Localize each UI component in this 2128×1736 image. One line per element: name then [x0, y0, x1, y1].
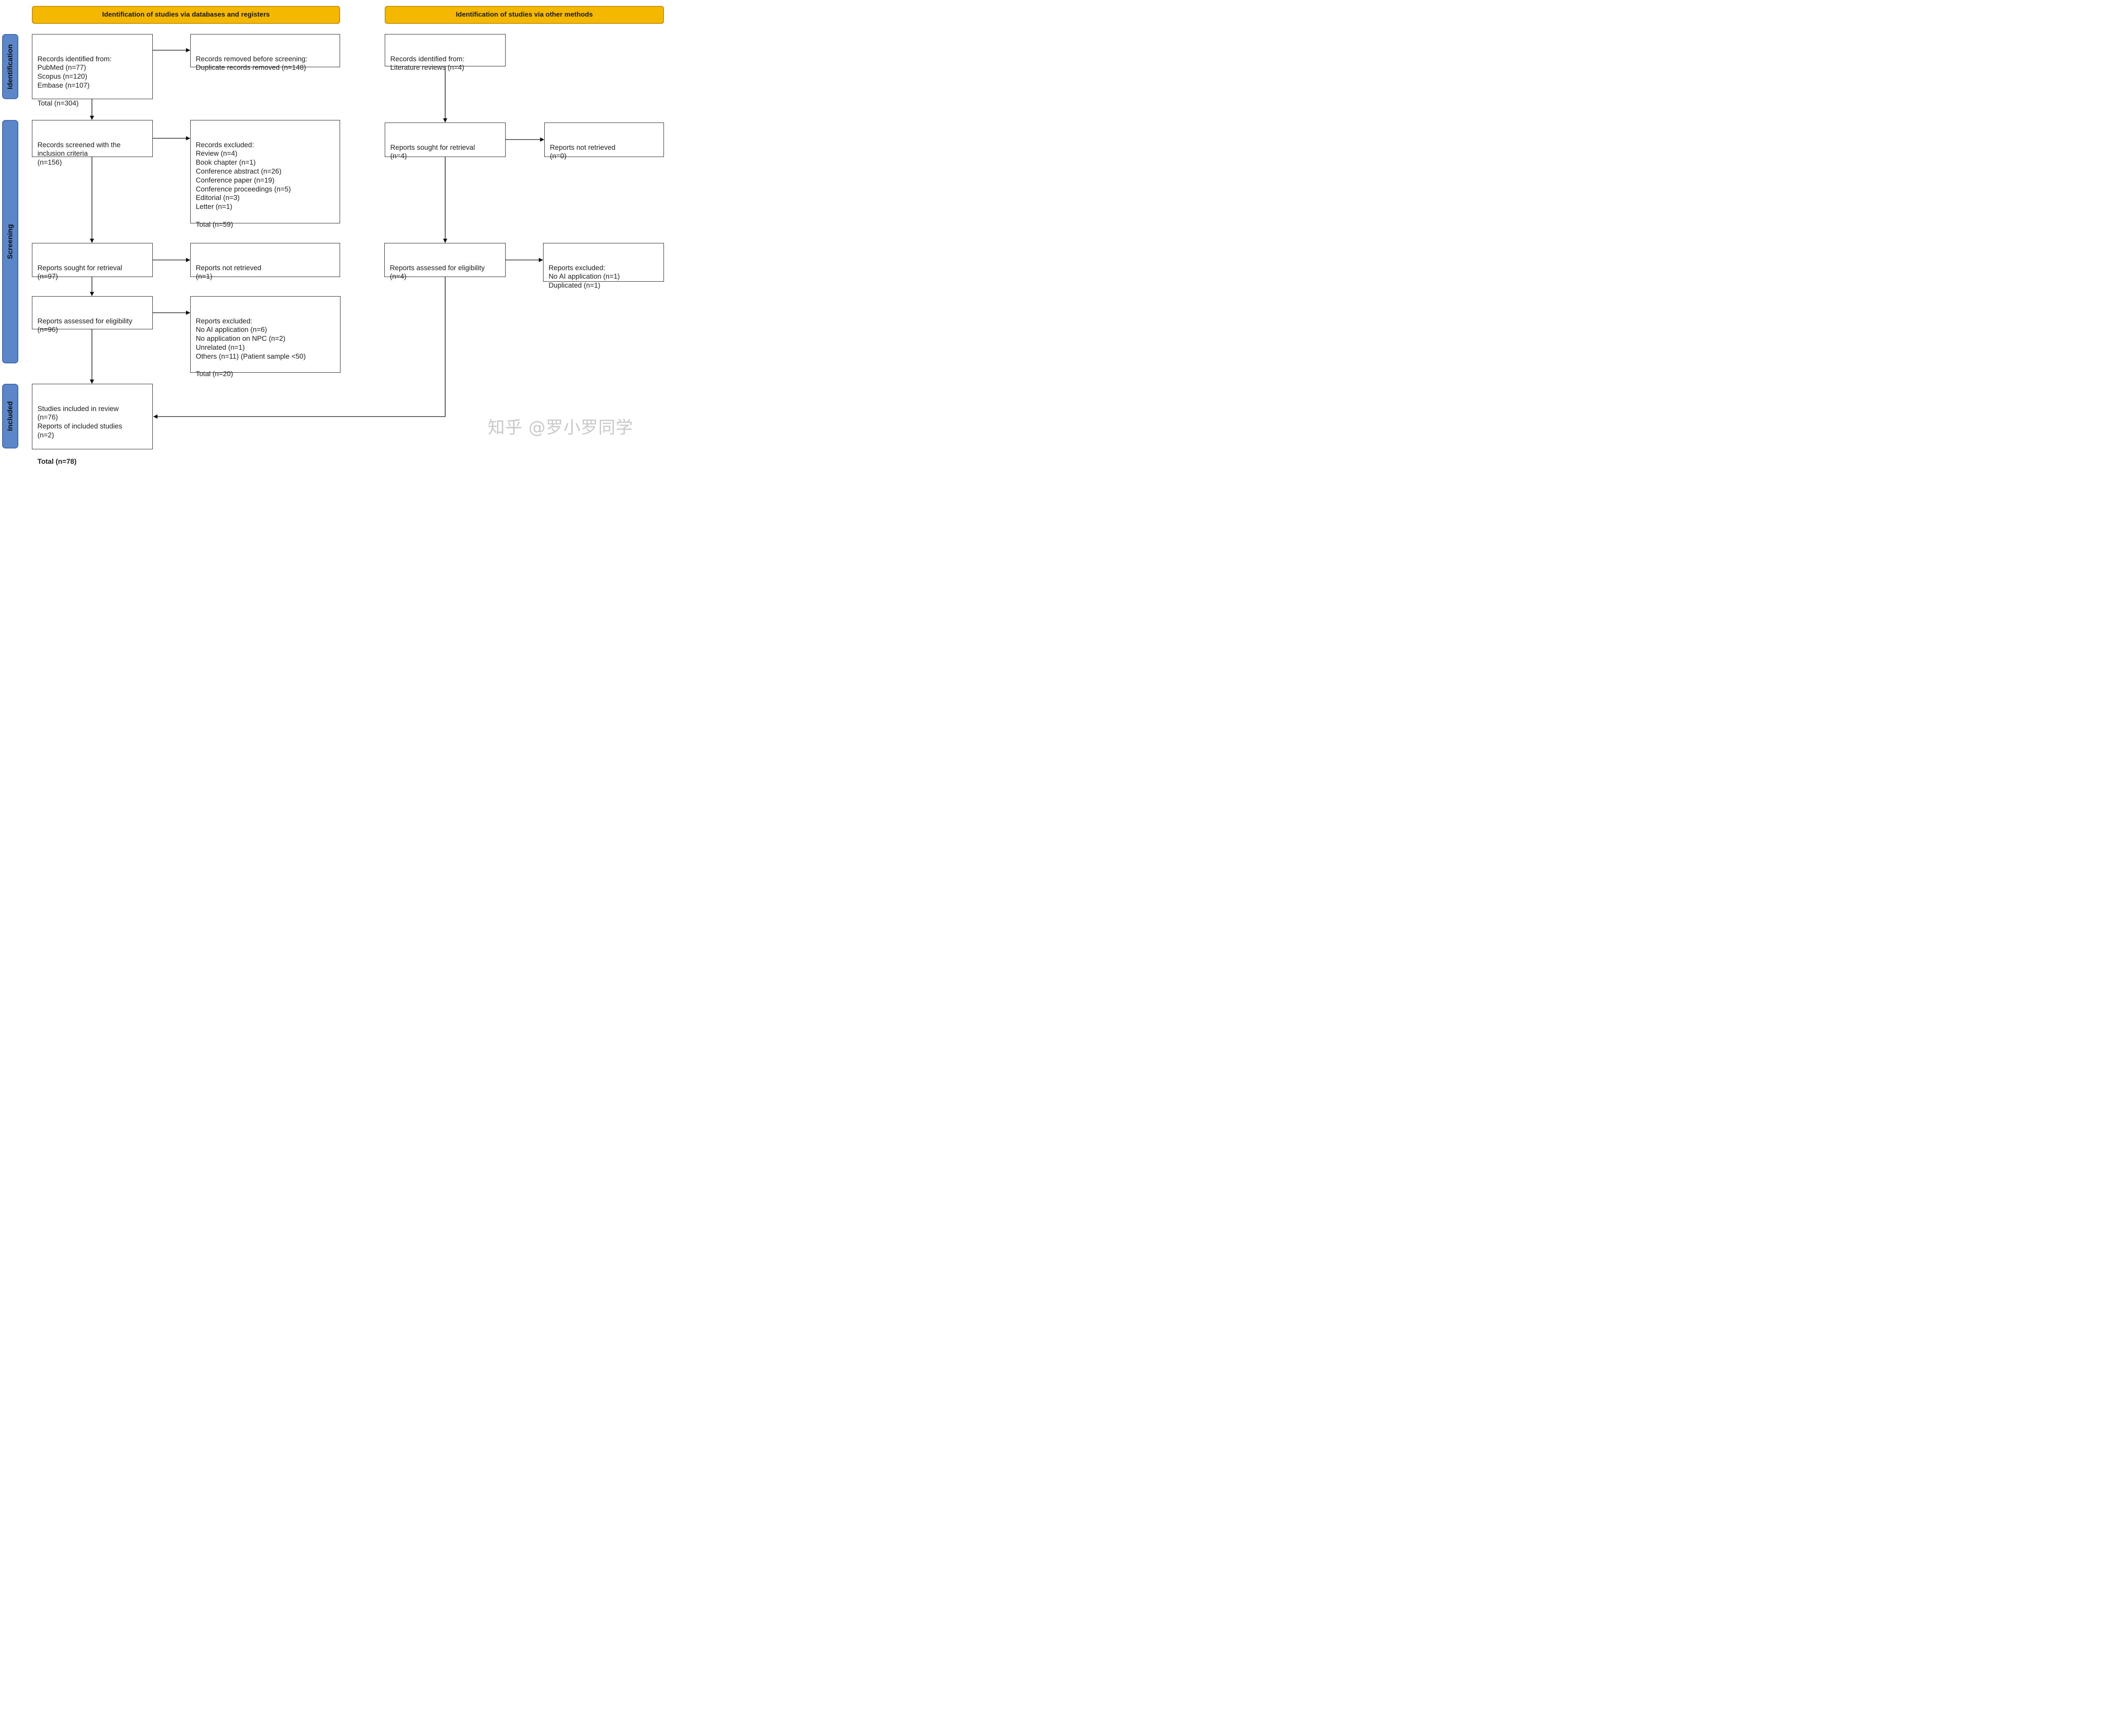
other-reports-sought-text: Reports sought for retrieval (n=4)	[390, 143, 475, 160]
studies-included-box: Studies included in review (n=76) Report…	[32, 384, 153, 465]
reports-not-retrieved-box: Reports not retrieved (n=1)	[190, 243, 340, 280]
reports-sought-text: Reports sought for retrieval (n=97)	[37, 264, 123, 281]
reports-excluded-text: Reports excluded: No AI application (n=6…	[196, 317, 306, 378]
records-screened-box: Records screened with the inclusion crit…	[32, 120, 153, 166]
header-databases-label: Identification of studies via databases …	[102, 11, 270, 18]
flow-arrows	[90, 48, 544, 419]
records-removed-box: Records removed before screening: Duplic…	[190, 34, 340, 71]
studies-included-total: Total (n=78)	[37, 458, 77, 466]
other-records-identified-text: Records identified from: Literature revi…	[390, 55, 465, 72]
records-identified-text: Records identified from: PubMed (n=77) S…	[37, 55, 112, 107]
reports-assessed-box: Reports assessed for eligibility (n=96)	[32, 296, 153, 334]
header-other-methods: Identification of studies via other meth…	[385, 6, 664, 24]
other-reports-sought-box: Reports sought for retrieval (n=4)	[385, 123, 506, 160]
header-other-methods-label: Identification of studies via other meth…	[456, 11, 593, 18]
studies-included-text: Studies included in review (n=76) Report…	[37, 405, 123, 439]
other-records-identified-box: Records identified from: Literature revi…	[385, 34, 506, 71]
records-screened-text: Records screened with the inclusion crit…	[37, 141, 121, 167]
watermark: 知乎 @罗小罗同学	[488, 418, 633, 437]
arrow-other-assessed-to-included	[153, 277, 446, 419]
records-removed-text: Records removed before screening: Duplic…	[196, 55, 308, 72]
other-reports-not-retrieved-box: Reports not retrieved (n=0)	[544, 123, 664, 160]
records-excluded-box: Records excluded: Review (n=4) Book chap…	[190, 120, 340, 228]
other-reports-excluded-text: Reports excluded: No AI application (n=1…	[549, 264, 620, 290]
other-reports-excluded-box: Reports excluded: No AI application (n=1…	[543, 243, 664, 289]
header-databases: Identification of studies via databases …	[32, 6, 340, 24]
records-identified-box: Records identified from: PubMed (n=77) S…	[32, 34, 153, 107]
stage-identification: Identification	[2, 34, 18, 99]
reports-assessed-text: Reports assessed for eligibility (n=96)	[37, 317, 132, 334]
reports-excluded-box: Reports excluded: No AI application (n=6…	[190, 296, 340, 378]
records-excluded-text: Records excluded: Review (n=4) Book chap…	[196, 141, 291, 228]
other-reports-not-retrieved-text: Reports not retrieved (n=0)	[550, 143, 616, 160]
stage-included: Included	[2, 384, 18, 448]
other-reports-assessed-box: Reports assessed for eligibility (n=4)	[384, 243, 506, 280]
reports-not-retrieved-text: Reports not retrieved (n=1)	[196, 264, 262, 281]
stage-screening: Screening	[2, 120, 18, 363]
reports-sought-box: Reports sought for retrieval (n=97)	[32, 243, 153, 280]
other-reports-assessed-text: Reports assessed for eligibility (n=4)	[390, 264, 485, 281]
